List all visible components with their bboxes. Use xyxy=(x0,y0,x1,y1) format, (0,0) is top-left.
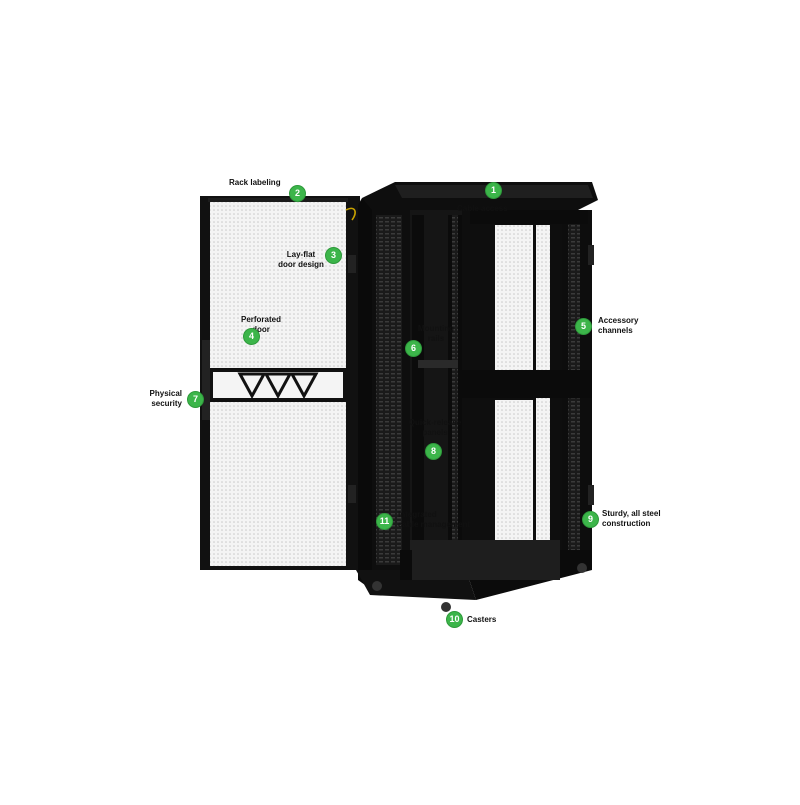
caster-3 xyxy=(577,563,587,573)
door-hinge-top xyxy=(348,255,356,273)
cable-management-left xyxy=(376,215,402,565)
callout-badge-1: 1 xyxy=(485,182,502,199)
door-handle xyxy=(202,340,210,420)
caster-2 xyxy=(441,602,451,612)
callout-label-casters: Casters xyxy=(467,615,497,624)
callout-badge-2: 2 xyxy=(289,185,306,202)
label-strip xyxy=(208,198,348,202)
callout-badge-11: 11 xyxy=(376,513,393,530)
callout-badge-6: 6 xyxy=(405,340,422,357)
caster-1 xyxy=(372,581,382,591)
callout-badge-3: 3 xyxy=(325,247,342,264)
callout-badge-9: 9 xyxy=(582,511,599,528)
rack-cabinet xyxy=(356,182,598,612)
callout-badge-8: 8 xyxy=(425,443,442,460)
side-panel-lower xyxy=(495,400,533,545)
callout-label-rack-labeling: Rack labeling xyxy=(229,178,281,187)
callout-badge-10: 10 xyxy=(446,611,463,628)
callout-badge-5: 5 xyxy=(575,318,592,335)
callout-badge-7: 7 xyxy=(187,391,204,408)
side-panel-upper xyxy=(495,225,533,375)
callout-label-cable-access: Cable access xyxy=(457,204,508,213)
door-hinge-bottom xyxy=(348,485,356,503)
callout-badge-4: 4 xyxy=(243,328,260,345)
